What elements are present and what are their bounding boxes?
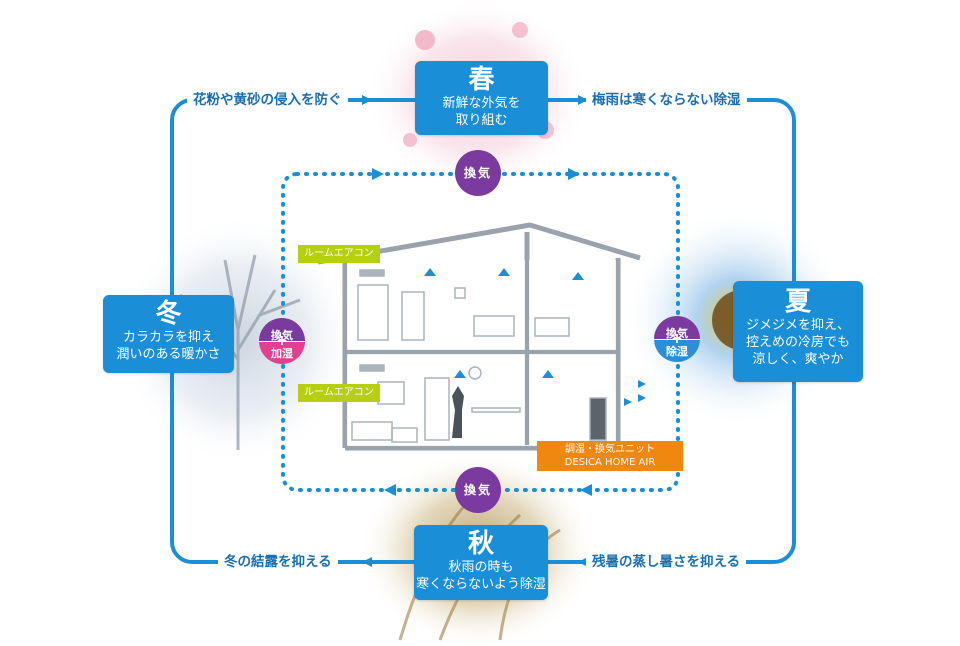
- humidify-badge-top-text: 換気: [271, 329, 293, 342]
- door-lower: [424, 377, 450, 441]
- summer-description: ジメジメを抑え、 控えめの冷房でも 涼しく、爽やか: [745, 318, 850, 367]
- outer-arrow-bottom-right: [578, 557, 588, 567]
- summer-box: 夏 ジメジメを抑え、 控えめの冷房でも 涼しく、爽やか: [733, 281, 863, 382]
- ventilation-badge-bottom: 換気: [455, 467, 501, 513]
- wall-clock: [468, 366, 482, 380]
- inner-arrow-top-left: [372, 168, 384, 180]
- spring-description: 新鮮な外気を 取り組む: [442, 96, 521, 128]
- label-rainy-season-dehumidify: 梅雨は寒くならない除湿: [586, 91, 747, 109]
- autumn-description: 秋雨の時も 寒くならないよう除湿: [416, 560, 546, 592]
- desica-unit-tag-line2: DESICA HOME AIR: [564, 457, 656, 468]
- spring-title: 春: [468, 65, 495, 95]
- label-winter-condensation: 冬の結露を抑える: [218, 553, 338, 571]
- desk: [473, 315, 515, 337]
- inner-arrow-top-right: [568, 168, 580, 180]
- label-late-summer-humidity: 残暑の蒸し暑さを抑える: [586, 553, 747, 571]
- door-upper: [401, 291, 425, 341]
- ventilation-dehumidify-badge: 換気 + 除湿: [654, 316, 700, 362]
- winter-description: カラカラを抑え 潤いのある暖かさ: [116, 330, 221, 362]
- winter-title: 冬: [155, 299, 182, 329]
- ventilation-bottom-text: 換気: [463, 483, 492, 497]
- desica-unit-tag-line1: 調湿・換気ユニット: [565, 444, 655, 455]
- ventilation-humidify-badge: 換気 + 加湿: [259, 318, 305, 364]
- outer-arrow-bottom-left: [362, 557, 372, 567]
- house-roof: [317, 222, 641, 265]
- bookshelf: [357, 284, 389, 341]
- table: [391, 427, 418, 443]
- dining-table: [471, 407, 521, 413]
- humidify-badge-bottom-text: 加湿: [271, 347, 293, 360]
- ventilation-badge-top: 換気: [455, 150, 501, 196]
- aircon-tag-upper: ルームエアコン: [298, 245, 380, 263]
- summer-title: 夏: [784, 287, 811, 317]
- winter-box: 冬 カラカラを抑え 潤いのある暖かさ: [103, 295, 234, 373]
- humidify-badge-plus: +: [276, 333, 288, 349]
- outer-arrow-top-right: [578, 95, 588, 105]
- radiator: [534, 317, 570, 337]
- autumn-box: 秋 秋雨の時も 寒くならないよう除湿: [414, 525, 548, 600]
- ventilation-top-text: 換気: [463, 166, 492, 180]
- inner-arrow-bottom-right: [580, 484, 592, 496]
- label-pollen-prevention: 花粉や黄砂の侵入を防ぐ: [187, 91, 348, 109]
- spring-box: 春 新鮮な外気を 取り組む: [415, 61, 548, 135]
- outer-arrow-top-left: [362, 95, 372, 105]
- person-silhouette: [452, 386, 464, 438]
- dehumidify-badge-bottom-text: 除湿: [666, 345, 688, 358]
- dehumidify-badge-top-text: 換気: [666, 327, 688, 340]
- autumn-title: 秋: [467, 529, 494, 559]
- desica-unit: [589, 397, 607, 441]
- aircon-tag-lower: ルームエアコン: [298, 384, 380, 402]
- inner-arrow-bottom-left: [384, 484, 396, 496]
- aircon-unit-upper: [359, 269, 385, 277]
- desica-unit-tag: 調湿・換気ユニット DESICA HOME AIR: [537, 441, 683, 471]
- aircon-unit-lower: [359, 364, 385, 372]
- picture-frame: [454, 287, 466, 299]
- dehumidify-badge-plus: +: [671, 331, 683, 347]
